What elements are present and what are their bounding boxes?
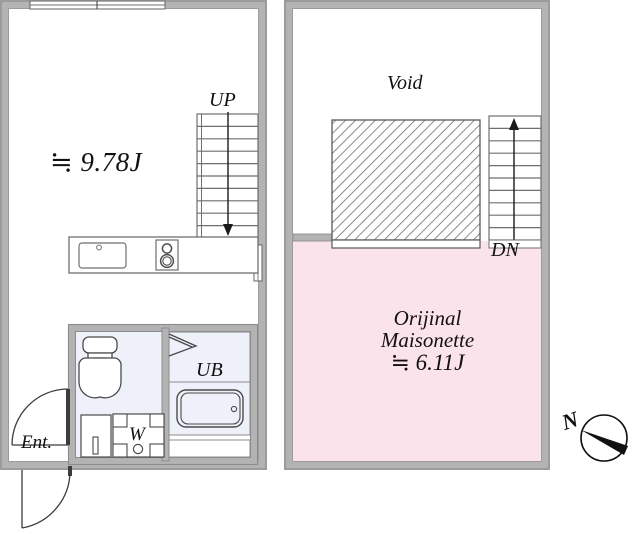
maisonette-area-label: ≒ 6.11J	[390, 350, 465, 376]
stair-down-label: DN	[491, 239, 519, 261]
maisonette-label-line1: Orijinal	[393, 306, 462, 330]
right-unit-outer-wall	[284, 0, 550, 470]
ub-bottom-strip	[168, 439, 251, 458]
bathtub-icon	[176, 389, 244, 428]
void-label: Void	[387, 72, 423, 94]
hatched-roof-block	[331, 119, 481, 249]
entrance-door-inner	[11, 388, 70, 446]
lower-floor-unit	[0, 0, 267, 529]
kitchen-counter	[68, 236, 259, 274]
main-room-area-label: ≒ 9.78J	[50, 147, 143, 177]
washing-machine-icon	[112, 413, 165, 458]
toilet-icon	[78, 336, 122, 399]
staircase-up	[196, 112, 259, 239]
right-unit-outer-wall-line-outer	[284, 0, 550, 470]
wash-basin-icon	[80, 414, 112, 458]
staircase-down	[488, 115, 542, 250]
living-window	[29, 0, 166, 10]
void-room-divider-wall	[292, 233, 339, 242]
gas-stove-icon	[155, 239, 179, 271]
folding-door-icon	[168, 333, 198, 357]
compass-rose	[580, 414, 628, 462]
kitchen-sink	[78, 242, 127, 269]
maisonette-room-label: Orijinal Maisonette ≒ 6.11J	[360, 307, 495, 375]
stair-up-label: UP	[209, 89, 236, 111]
maisonette-label-line2: Maisonette	[380, 328, 475, 353]
maisonette-room-floor	[293, 241, 541, 461]
washing-machine-label: W	[129, 424, 145, 445]
unit-bath-label: UB	[196, 359, 223, 381]
entrance-door-outer	[21, 466, 72, 529]
upper-floor-unit	[284, 0, 550, 470]
sanitary-block	[67, 323, 259, 466]
entrance-label: Ent.	[21, 432, 53, 453]
